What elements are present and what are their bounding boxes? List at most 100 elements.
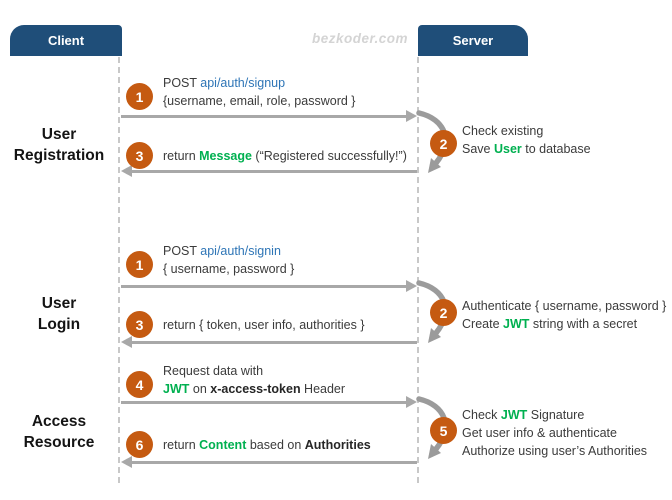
text-segment: (“Registered successfully!”)	[251, 149, 407, 163]
request-message: POST api/auth/signup {username, email, r…	[163, 74, 355, 110]
text-segment: based on	[246, 438, 305, 452]
arrowhead-left-icon	[121, 336, 132, 348]
section-label-line1: User	[41, 126, 77, 143]
message-line: return { token, user info, authorities }	[163, 316, 365, 334]
message-line: JWT on x-access-token Header	[163, 380, 345, 398]
text-segment: Check	[462, 408, 501, 422]
step-circle: 4	[126, 371, 153, 398]
response-message: return Message (“Registered successfully…	[163, 147, 407, 165]
section-label-line2: Resource	[23, 434, 95, 451]
message-line: Check JWT Signature	[462, 406, 647, 424]
step-circle: 2	[430, 299, 457, 326]
step-circle: 1	[126, 251, 153, 278]
section-label-line2: Login	[37, 316, 81, 333]
step-circle: 3	[126, 311, 153, 338]
loop-arrowhead-icon	[428, 444, 441, 459]
arrow-shaft	[130, 170, 417, 173]
step-circle: 1	[126, 83, 153, 110]
text-segment: JWT	[500, 408, 528, 422]
text-segment: Content	[199, 438, 247, 452]
message-line: Request data with	[163, 362, 345, 380]
loop-arrowhead-icon	[428, 158, 441, 173]
text-segment: User	[493, 142, 522, 156]
server-lifeline	[417, 57, 419, 483]
actor-client: Client	[10, 25, 122, 56]
request-arrow	[121, 280, 417, 293]
message-line: {username, email, role, password }	[163, 92, 355, 110]
arrow-shaft	[130, 341, 417, 344]
text-segment: Header	[300, 382, 346, 396]
text-segment: return { token, user info, authorities }	[163, 318, 365, 332]
watermark: bezkoder.com	[311, 31, 408, 46]
text-segment: return	[163, 149, 200, 163]
loop-arrowhead-icon	[428, 328, 441, 343]
section-label-line1: Access	[31, 413, 87, 430]
actor-server-label: Server	[452, 33, 494, 48]
arrow-shaft	[130, 461, 417, 464]
request-message: POST api/auth/signin { username, passwor…	[163, 242, 294, 278]
text-segment: Authorities	[304, 438, 371, 452]
response-arrow	[121, 336, 417, 349]
arrowhead-right-icon	[406, 396, 417, 408]
client-lifeline	[118, 57, 120, 483]
server-action-text: Check existing Save User to database	[462, 122, 591, 158]
arrowhead-right-icon	[406, 280, 417, 292]
message-line: Check existing	[462, 122, 591, 140]
server-action-text: Authenticate { username, password } Crea…	[462, 297, 666, 333]
arrowhead-left-icon	[121, 165, 132, 177]
message-line: Authenticate { username, password }	[462, 297, 666, 315]
section-label-line1: User	[41, 295, 77, 312]
text-segment: Get user info & authenticate	[462, 426, 617, 440]
text-segment: on	[189, 382, 211, 396]
response-message: return Content based on Authorities	[163, 436, 371, 454]
section-label-registration: User Registration	[0, 124, 118, 166]
text-segment: Authenticate { username, password }	[462, 299, 667, 313]
text-segment: x-access-token	[210, 382, 301, 396]
text-segment: return	[163, 438, 200, 452]
arrow-shaft	[121, 285, 408, 288]
step-circle: 5	[430, 417, 457, 444]
section-label-line2: Registration	[13, 147, 105, 164]
actor-server: Server	[418, 25, 528, 56]
text-segment: Message	[199, 149, 252, 163]
response-message: return { token, user info, authorities }	[163, 316, 365, 334]
text-segment: string with a secret	[529, 317, 638, 331]
text-segment: Check existing	[462, 124, 544, 138]
text-segment: api/auth/signup	[200, 76, 286, 90]
section-label-login: User Login	[0, 293, 118, 335]
message-line: Save User to database	[462, 140, 591, 158]
request-arrow	[121, 110, 417, 123]
step-circle: 2	[430, 130, 457, 157]
text-segment: {username, email, role, password }	[163, 94, 356, 108]
step-circle: 3	[126, 142, 153, 169]
actor-client-label: Client	[47, 33, 85, 48]
message-line: return Content based on Authorities	[163, 436, 371, 454]
text-segment: to database	[521, 142, 591, 156]
text-segment: { username, password }	[163, 262, 295, 276]
text-segment: POST	[163, 76, 201, 90]
response-arrow	[121, 456, 417, 469]
message-line: POST api/auth/signup	[163, 74, 355, 92]
response-arrow	[121, 165, 417, 178]
message-line: Authorize using user’s Authorities	[462, 442, 647, 460]
arrow-shaft	[121, 115, 408, 118]
text-segment: Create	[462, 317, 503, 331]
text-segment: api/auth/signin	[200, 244, 281, 258]
arrow-shaft	[121, 401, 408, 404]
text-segment: Signature	[527, 408, 585, 422]
request-arrow	[121, 396, 417, 409]
message-line: POST api/auth/signin	[163, 242, 294, 260]
arrowhead-right-icon	[406, 110, 417, 122]
text-segment: POST	[163, 244, 201, 258]
message-line: { username, password }	[163, 260, 294, 278]
text-segment: JWT	[503, 317, 530, 331]
text-segment: JWT	[163, 382, 190, 396]
server-action-text: Check JWT Signature Get user info & auth…	[462, 406, 647, 460]
message-line: Get user info & authenticate	[462, 424, 647, 442]
request-message: Request data with JWT on x-access-token …	[163, 362, 345, 398]
section-label-access-resource: Access Resource	[0, 411, 118, 453]
text-segment: Request data with	[163, 364, 264, 378]
arrowhead-left-icon	[121, 456, 132, 468]
message-line: Create JWT string with a secret	[462, 315, 666, 333]
